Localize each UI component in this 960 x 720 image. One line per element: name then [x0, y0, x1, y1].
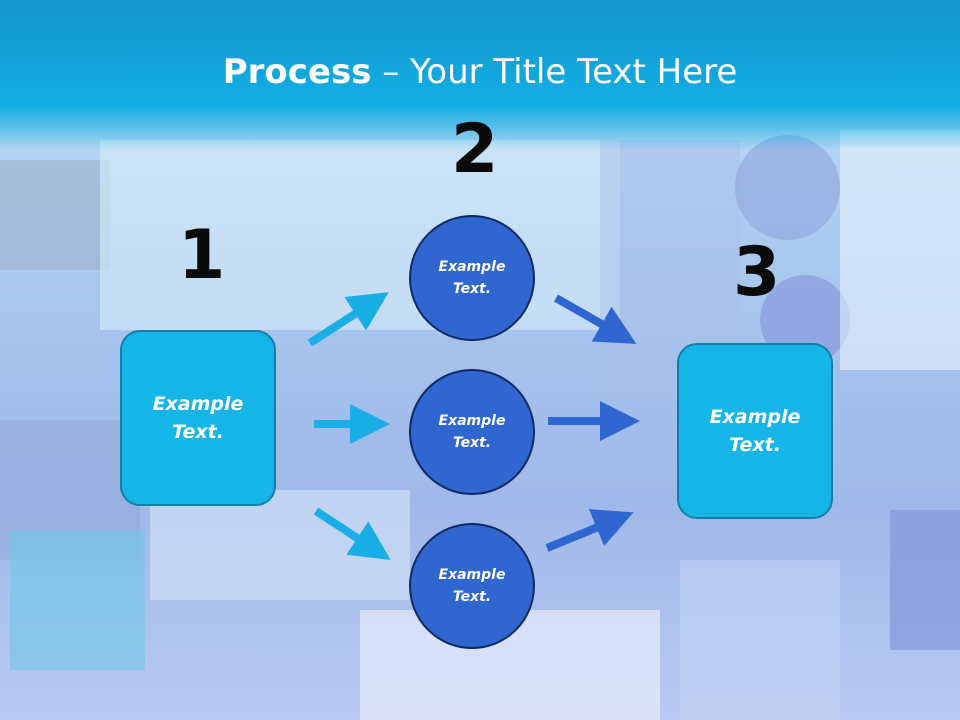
title-rest: – Your Title Text Here — [371, 52, 738, 92]
arrow-left-to-bottom — [313, 507, 391, 560]
title-bold: Process — [222, 52, 372, 92]
arrow-left-to-top — [307, 292, 389, 347]
step-number-3: 3 — [733, 233, 781, 312]
title-bar — [0, 0, 960, 150]
slide-title: Process – Your Title Text Here — [0, 52, 960, 92]
arrow-top-to-right — [554, 294, 637, 344]
step-number-2: 2 — [451, 110, 499, 189]
step-number-1: 1 — [178, 216, 226, 295]
arrow-bottom-to-right — [545, 509, 634, 552]
